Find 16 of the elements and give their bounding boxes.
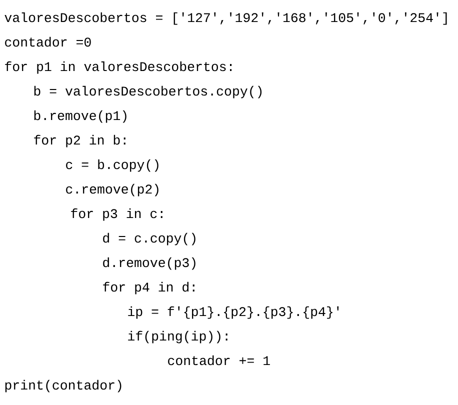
code-line: d.remove(p3) xyxy=(103,257,196,270)
code-line: for p2 in b: xyxy=(34,134,126,148)
code-line: for p1 in valoresDescobertos: xyxy=(5,61,232,74)
code-line: for p4 in d: xyxy=(103,282,194,294)
code-line: valoresDescobertos = ['127','192','168','105','0','254'] xyxy=(4,12,447,25)
code-line: contador =0 xyxy=(5,36,91,47)
code-line: contador += 1 xyxy=(168,355,270,366)
code-line: ip = f'{p1}.{p2}.{p3}.{p4}' xyxy=(128,306,339,319)
code-line: if(ping(ip)): xyxy=(128,330,228,344)
code-line: b = valoresDescobertos.copy() xyxy=(34,86,262,98)
code-line: c = b.copy() xyxy=(66,159,158,172)
code-line: d = c.copy() xyxy=(103,232,196,246)
code-line: for p3 in c: xyxy=(71,208,162,221)
code-line: b.remove(p1) xyxy=(34,110,126,123)
code-line: c.remove(p2) xyxy=(66,184,158,196)
code-line: print(contador) xyxy=(5,380,122,392)
